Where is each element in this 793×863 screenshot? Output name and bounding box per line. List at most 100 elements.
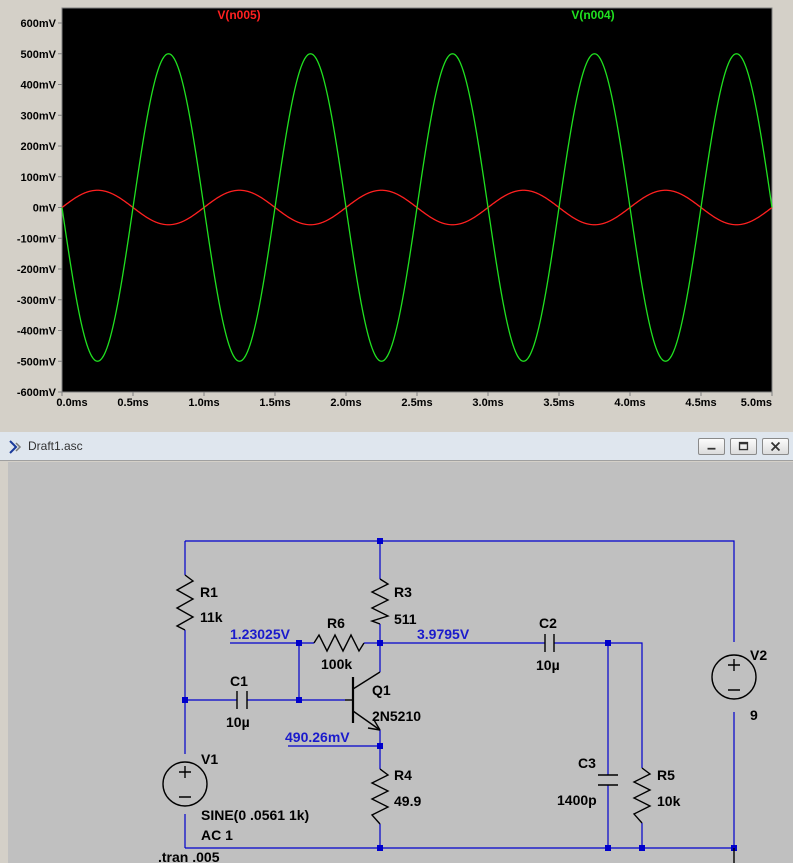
tran-directive[interactable]: .tran .005: [158, 849, 220, 863]
v1-ac-spec: AC 1: [201, 827, 233, 843]
voltage-source-v1[interactable]: [162, 761, 208, 807]
junction-dot: [377, 538, 383, 544]
y-tick-label: 200mV: [21, 141, 57, 153]
x-tick-label: 4.5ms: [685, 397, 716, 409]
q1-value: 2N5210: [372, 708, 421, 724]
c3-name: C3: [578, 755, 596, 771]
components[interactable]: [162, 574, 757, 863]
junction-dot: [605, 640, 611, 646]
y-tick-label: -300mV: [17, 295, 57, 307]
x-tick-label: 3.5ms: [543, 397, 574, 409]
x-tick-label: 4.0ms: [614, 397, 645, 409]
capacitor-c1[interactable]: [236, 691, 248, 709]
x-axis: 0.0ms 0.5ms 1.0ms 1.5ms 2.0ms 2.5ms 3.0ms 3.5ms…: [56, 392, 773, 409]
r5-name: R5: [657, 767, 675, 783]
ground-symbol[interactable]: [724, 848, 744, 863]
q1-name: Q1: [372, 682, 391, 698]
y-tick-label: -500mV: [17, 356, 57, 368]
y-tick-label: -400mV: [17, 326, 57, 338]
junction-dot: [182, 697, 188, 703]
window-titlebar[interactable]: Draft1.asc: [0, 432, 793, 461]
top-rail-wire: [185, 540, 735, 642]
x-tick-label: 2.0ms: [330, 397, 361, 409]
r4-value: 49.9: [394, 793, 421, 809]
junction-dot: [377, 743, 383, 749]
x-tick-label: 0.5ms: [117, 397, 148, 409]
r1-name: R1: [200, 584, 218, 600]
minimize-button[interactable]: [698, 438, 725, 455]
resistor-r4[interactable]: [370, 768, 390, 825]
junction-dot: [605, 845, 611, 851]
junction-dots: [182, 538, 737, 851]
emitter-voltage-label: 490.26mV: [285, 729, 350, 745]
schematic-drawing[interactable]: R1 11k R3 511 R6 100k C2 10µ C1 10µ Q1 2…: [8, 462, 793, 863]
resistor-r3[interactable]: [369, 578, 390, 625]
x-tick-label: 3.0ms: [472, 397, 503, 409]
junction-dot: [377, 845, 383, 851]
junction-dot: [377, 640, 383, 646]
c1-value: 10µ: [226, 714, 250, 730]
maximize-button[interactable]: [730, 438, 757, 455]
v2-value: 9: [750, 707, 758, 723]
x-tick-label: 5.0ms: [741, 397, 772, 409]
y-tick-label: -200mV: [17, 264, 57, 276]
minimize-icon: [707, 447, 716, 450]
y-tick-label: 400mV: [21, 80, 57, 92]
junction-dot: [296, 697, 302, 703]
y-tick-label: 300mV: [21, 110, 57, 122]
c2-value: 10µ: [536, 657, 560, 673]
r5-value: 10k: [657, 793, 681, 809]
waveform-plot-pane[interactable]: 600mV 500mV 400mV 300mV 200mV 100mV 0mV -100mV -…: [0, 0, 793, 425]
resistor-r5[interactable]: [632, 767, 652, 824]
c2-to-output-wire: [554, 642, 643, 768]
r3-name: R3: [394, 584, 412, 600]
y-axis: 600mV 500mV 400mV 300mV 200mV 100mV 0mV -100mV -…: [17, 18, 62, 399]
waveform-plot[interactable]: 600mV 500mV 400mV 300mV 200mV 100mV 0mV -100mV -…: [0, 0, 793, 425]
v1-name: V1: [201, 751, 218, 767]
schematic-canvas[interactable]: R1 11k R3 511 R6 100k C2 10µ C1 10µ Q1 2…: [8, 462, 793, 863]
r1-value: 11k: [200, 609, 223, 625]
x-tick-label: 2.5ms: [401, 397, 432, 409]
collector-voltage-label: 3.9795V: [417, 626, 470, 642]
schematic-window[interactable]: Draft1.asc: [0, 432, 793, 863]
x-tick-label: 1.0ms: [188, 397, 219, 409]
node-voltage-labels: 1.23025V 3.9795V 490.26mV: [230, 626, 470, 745]
close-button[interactable]: [762, 438, 789, 455]
v2-name: V2: [750, 647, 767, 663]
trace-v-n004[interactable]: [61, 53, 773, 362]
c3-value: 1400p: [557, 792, 597, 808]
legend-v-n004[interactable]: V(n004): [571, 8, 614, 22]
c2-name: C2: [539, 615, 557, 631]
document-title: Draft1.asc: [28, 439, 83, 453]
ltspice-icon: [9, 440, 22, 454]
x-tick-label: 1.5ms: [259, 397, 290, 409]
c1-name: C1: [230, 673, 248, 689]
capacitor-c3[interactable]: [598, 774, 618, 786]
y-tick-label: 600mV: [21, 18, 57, 30]
base-voltage-label: 1.23025V: [230, 626, 291, 642]
y-tick-label: 0mV: [33, 203, 57, 215]
y-tick-label: -100mV: [17, 233, 57, 245]
y-tick-label: 500mV: [21, 49, 57, 61]
resistor-r1[interactable]: [175, 574, 195, 631]
voltage-source-v2[interactable]: [711, 654, 757, 700]
r4-name: R4: [394, 767, 412, 783]
legend-v-n005[interactable]: V(n005): [217, 8, 260, 22]
y-tick-label: -600mV: [17, 387, 57, 399]
wires: [184, 540, 735, 849]
junction-dot: [296, 640, 302, 646]
x-tick-label: 0.0ms: [56, 397, 87, 409]
y-tick-label: 100mV: [21, 172, 57, 184]
capacitor-c2[interactable]: [544, 634, 555, 652]
restore-icon: [738, 441, 749, 451]
v1-source-spec: SINE(0 .0561 1k): [201, 807, 309, 823]
junction-dot: [639, 845, 645, 851]
transistor-q1[interactable]: [345, 671, 381, 731]
plot-area[interactable]: [61, 7, 773, 393]
component-labels: R1 11k R3 511 R6 100k C2 10µ C1 10µ Q1 2…: [158, 584, 767, 863]
r6-name: R6: [327, 615, 345, 631]
close-icon: [770, 441, 781, 452]
r6-value: 100k: [321, 656, 352, 672]
r3-value: 511: [394, 611, 417, 627]
resistor-r6[interactable]: [313, 633, 365, 653]
